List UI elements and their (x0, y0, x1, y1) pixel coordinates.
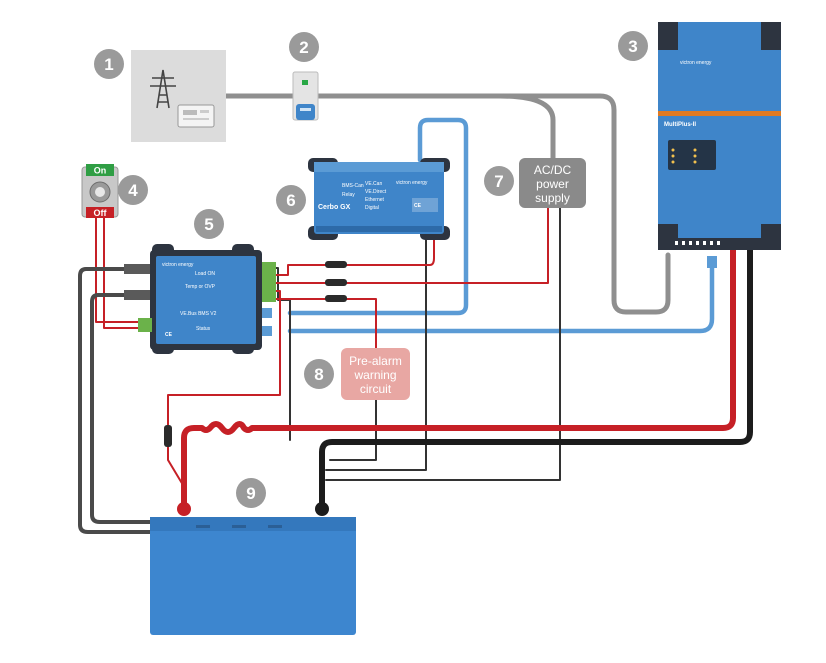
svg-text:Digital: Digital (365, 205, 379, 211)
rcd-breaker-icon (292, 71, 319, 121)
svg-text:CE: CE (165, 332, 173, 338)
badge-7: 7 (494, 172, 503, 191)
badge-2: 2 (299, 38, 308, 57)
prealarm-pos-wire (263, 298, 377, 349)
svg-text:Temp or OVP: Temp or OVP (185, 284, 216, 290)
number-badges: 1 2 3 4 5 6 7 8 9 (94, 31, 648, 508)
acdc-line1: AC/DC (534, 163, 572, 177)
ac-cable-grid (222, 93, 671, 315)
badge-9: 9 (246, 484, 255, 503)
meter-icon (177, 104, 215, 128)
bms-rj45-port-2 (262, 326, 272, 336)
inline-fuse-3 (325, 295, 347, 302)
switch-wire-1 (95, 217, 141, 323)
svg-text:VE.Bus BMS V2: VE.Bus BMS V2 (180, 311, 217, 317)
battery-positive-terminal (177, 502, 191, 516)
badge-3: 3 (628, 37, 637, 56)
bms-left-terminal (138, 318, 152, 332)
multiplus-rj45-port (707, 256, 717, 268)
bms-terminal-block (262, 262, 276, 302)
acdc-power-supply: AC/DC power supply (519, 158, 586, 208)
prealarm-neg-wire (329, 397, 377, 461)
dc-positive-cable (181, 247, 736, 511)
svg-text:Load ON: Load ON (195, 271, 215, 277)
ve-can-cable (287, 117, 469, 316)
badge-8: 8 (314, 365, 323, 384)
svg-text:victron energy: victron energy (396, 180, 428, 186)
svg-text:victron energy: victron energy (680, 60, 712, 66)
bms-charge-connector (124, 290, 150, 300)
prealarm-line2: warning (353, 368, 396, 382)
toggle-switch-icon: On Off (81, 164, 119, 218)
lithium-battery (150, 502, 356, 635)
acdc-line2: power (536, 177, 569, 191)
badge-4: 4 (128, 181, 138, 200)
multiplus-control-panel (668, 140, 716, 170)
acdc-line3: supply (535, 191, 570, 205)
prealarm-line3: circuit (360, 382, 392, 396)
svg-text:victron energy: victron energy (162, 262, 194, 268)
multiplus-name: MultiPlus-II (664, 122, 696, 128)
svg-text:VE.Can: VE.Can (365, 181, 382, 187)
cerbo-gx-device: victron energy Cerbo GX BMS-Can Relay VE… (308, 158, 450, 240)
grid-panel (131, 50, 226, 142)
bms-supply-wire (167, 290, 281, 486)
dc-negative-cable (319, 247, 753, 511)
svg-text:BMS-Can: BMS-Can (342, 183, 364, 189)
psu-pos-wire (263, 206, 550, 284)
badge-5: 5 (204, 215, 213, 234)
ve-bus-cable (287, 262, 715, 334)
prealarm-line1: Pre-alarm (349, 354, 402, 368)
badge-1: 1 (104, 55, 113, 74)
bms-load-cable (78, 267, 157, 534)
switch-on-label: On (94, 166, 107, 176)
inline-fuse-2 (325, 279, 347, 286)
smallbms-device: victron energy Load ON Temp or OVP VE.Bu… (124, 244, 276, 354)
ac-cable-psu (497, 93, 556, 161)
svg-text:CE: CE (414, 203, 422, 209)
switch-off-label: Off (94, 208, 108, 218)
cerbo-neg-wire (325, 239, 427, 471)
inline-fuse-4 (164, 425, 172, 447)
svg-text:Status: Status (196, 326, 211, 332)
bms-load-connector (124, 264, 150, 274)
grid-connection (131, 50, 226, 142)
bms-charge-cable (90, 293, 157, 524)
badge-6: 6 (286, 191, 295, 210)
wires (78, 93, 753, 534)
battery-negative-terminal (315, 502, 329, 516)
prealarm-circuit: Pre-alarm warning circuit (341, 348, 410, 400)
svg-text:Relay: Relay (342, 192, 355, 198)
multiplus-inverter: victron energy MultiPlus-II (658, 22, 781, 268)
inline-fuse-1 (325, 261, 347, 268)
cerbo-pos-wire (263, 239, 435, 276)
svg-text:VE.Direct: VE.Direct (365, 189, 387, 195)
bms-rj45-port-1 (262, 308, 272, 318)
psu-neg-wire (325, 206, 561, 481)
switch-wire-2 (103, 217, 141, 329)
cerbo-name: Cerbo GX (318, 204, 351, 211)
svg-text:Ethernet: Ethernet (365, 197, 385, 203)
power-pylon-icon (150, 69, 176, 109)
